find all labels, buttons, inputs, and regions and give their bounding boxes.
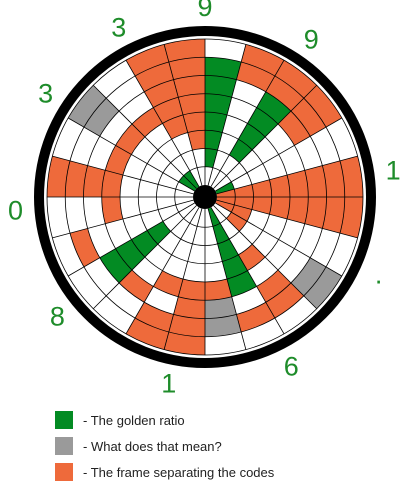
spoke-line-21 xyxy=(92,84,197,189)
digit-label-3: . xyxy=(375,259,383,289)
legend-item-question: - What does that mean? xyxy=(55,436,274,456)
gray-square-icon xyxy=(55,437,73,455)
cell-frame-8 xyxy=(215,200,252,222)
cell-frame-23 xyxy=(101,197,123,224)
spoke-line-9 xyxy=(213,205,318,310)
outer-rim xyxy=(34,26,376,368)
legend-item-golden-ratio: - The golden ratio xyxy=(55,410,274,430)
cell-frame-9 xyxy=(226,212,248,232)
spoke-line-20 xyxy=(67,117,195,192)
spoke-line-5 xyxy=(216,155,358,195)
cell-frame-1 xyxy=(236,44,284,92)
orange-square-icon xyxy=(55,463,73,481)
wheel-lines xyxy=(46,38,364,356)
digit-label-1: 9 xyxy=(304,24,319,54)
digit-label-8: 3 xyxy=(38,79,53,109)
spoke-line-2 xyxy=(210,59,285,187)
spoke-line-22 xyxy=(125,59,200,187)
cell-golden-5 xyxy=(215,181,235,194)
wheel-digits: 9 9 1. 6 1 8 0 3 3 xyxy=(8,0,400,399)
digit-label-7: 0 xyxy=(8,195,23,225)
cell-golden-0 xyxy=(205,57,242,168)
cell-question-16 xyxy=(205,296,242,337)
cell-golden-13 xyxy=(208,207,257,297)
digit-label-0: 9 xyxy=(197,0,212,22)
cell-frame-15 xyxy=(205,279,232,301)
spoke-line-4 xyxy=(215,117,343,192)
code-wheel: 9 9 1. 6 1 8 0 3 3 xyxy=(8,0,400,399)
digit-label-4: 6 xyxy=(284,351,299,381)
spoke-line-19 xyxy=(52,155,194,195)
digit-label-6: 8 xyxy=(50,302,65,332)
legend: - The golden ratio - What does that mean… xyxy=(55,410,274,488)
cell-frame-22 xyxy=(70,228,100,267)
spoke-line-17 xyxy=(52,199,194,239)
digit-label-2: 1 xyxy=(386,156,400,186)
cell-frame-3 xyxy=(265,60,317,112)
cell-golden-27 xyxy=(178,175,197,191)
cell-golden-21 xyxy=(99,221,171,283)
cell-frame-19 xyxy=(126,302,174,350)
spoke-line-16 xyxy=(67,202,195,277)
legend-item-frame: - The frame separating the codes xyxy=(55,462,274,482)
cell-frame-26 xyxy=(115,123,145,155)
green-square-icon xyxy=(55,411,73,429)
spoke-line-23 xyxy=(163,44,203,186)
legend-label: - The golden ratio xyxy=(83,412,185,428)
legend-label: - What does that mean? xyxy=(83,438,222,454)
spoke-line-14 xyxy=(125,207,200,335)
spoke-line-10 xyxy=(210,207,285,335)
spoke-line-15 xyxy=(92,205,197,310)
cell-question-10 xyxy=(290,257,342,309)
cell-frame-4 xyxy=(278,85,342,146)
cell-frame-32 xyxy=(164,39,205,151)
spoke-line-7 xyxy=(216,199,358,239)
cell-frame-20 xyxy=(119,270,154,303)
spoke-line-3 xyxy=(213,84,318,189)
digit-label-9: 3 xyxy=(111,13,126,43)
cell-frame-31 xyxy=(126,44,188,140)
spoke-line-1 xyxy=(207,44,247,186)
spoke-line-13 xyxy=(163,208,203,350)
cell-golden-30 xyxy=(183,170,199,189)
cell-golden-2 xyxy=(229,91,291,163)
cell-frame-29 xyxy=(131,107,163,137)
wheel-rim xyxy=(34,26,376,368)
spoke-line-11 xyxy=(207,208,247,350)
digit-label-5: 1 xyxy=(161,369,176,399)
cell-question-28 xyxy=(68,85,120,137)
legend-label: - The frame separating the codes xyxy=(83,464,275,480)
center-hub xyxy=(193,185,217,209)
cell-frame-14 xyxy=(236,302,275,332)
spoke-line-8 xyxy=(215,202,343,277)
